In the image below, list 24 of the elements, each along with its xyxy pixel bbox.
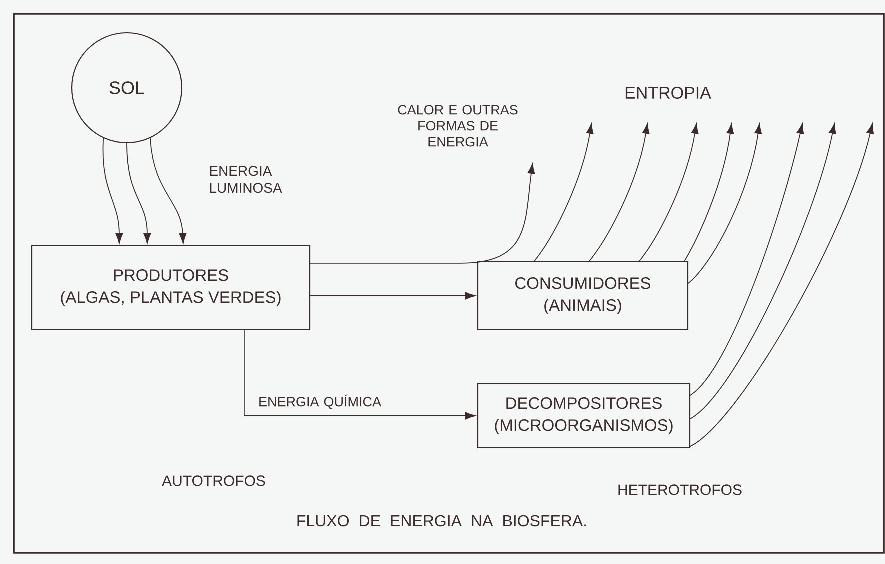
process-box: PRODUTORES (ALGAS, PLANTAS VERDES) (31, 245, 311, 331)
process-box: CONSUMIDORES (ANIMAIS) (477, 261, 689, 331)
process-box: DECOMPOSITORES (MICROORGANISMOS) (477, 383, 691, 449)
arrow (589, 124, 650, 262)
arrow (150, 138, 187, 244)
arrow (688, 124, 762, 284)
arrow (244, 330, 476, 420)
edge-label: CALOR E OUTRAS FORMAS DE ENERGIA (398, 105, 518, 147)
arrow (690, 124, 874, 447)
arrow (639, 124, 699, 262)
arrow (310, 164, 536, 264)
arrow (684, 124, 734, 262)
text-label: ENERGIA LUMINOSA (210, 166, 282, 194)
text-label: AUTOTROFOS (162, 476, 266, 486)
text-label: ENTROPIA (626, 86, 712, 100)
text-label: HETEROTROFOS (618, 484, 742, 496)
arrow (534, 124, 594, 262)
arrow (310, 292, 476, 300)
caption: FLUXO DE ENERGIA NA BIOSFERA. (298, 515, 586, 527)
edge-label: ENERGIA QUÍMICA (260, 394, 382, 410)
arrow (690, 124, 836, 420)
arrow (126, 143, 152, 244)
arrow (690, 124, 804, 396)
arrow (102, 138, 124, 244)
